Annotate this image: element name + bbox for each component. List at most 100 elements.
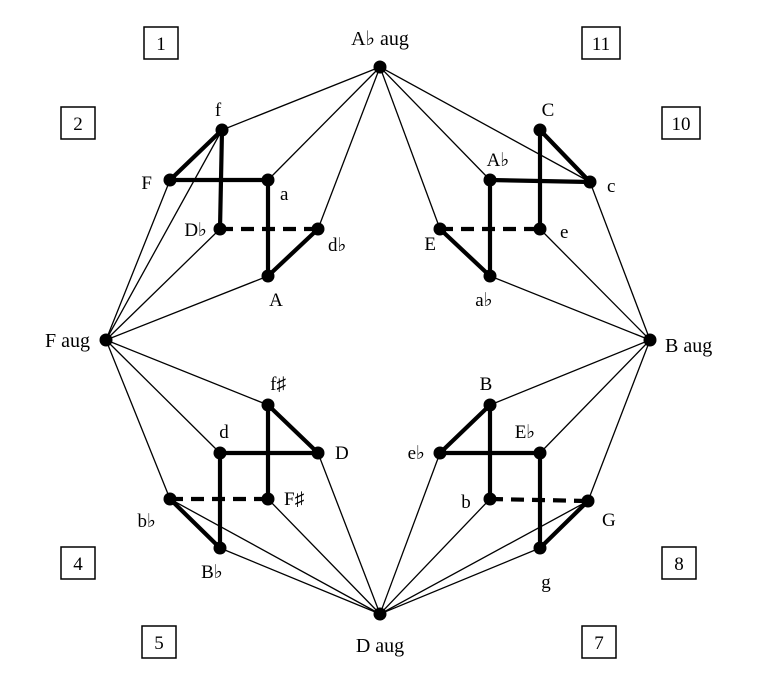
frame-edge-faug-to-bb — [105, 339, 171, 500]
outer-frame-edges — [105, 66, 651, 615]
hub-label-left: F aug — [45, 330, 90, 352]
hub-label-right: B aug — [665, 335, 712, 357]
label-c: c — [607, 176, 615, 197]
spoke-left-Db — [105, 228, 221, 341]
label-Fs: F♯ — [284, 489, 304, 510]
spoke-bottom-Fs — [267, 498, 381, 615]
region-number: 7 — [594, 633, 604, 654]
cube-ll-edge-fs-D — [265, 402, 321, 456]
node-hub-left — [99, 333, 113, 347]
cube-ul-edge-F-f — [167, 127, 225, 183]
cube-ul-edge-A-db — [265, 226, 321, 279]
cube-upper-right — [437, 127, 593, 279]
frame-edge-top-to-f — [221, 66, 381, 131]
region-number: 1 — [156, 34, 166, 55]
label-Eb: E♭ — [515, 422, 536, 443]
node-B — [483, 398, 497, 412]
region-box-1: 1 — [143, 26, 179, 60]
label-F: F — [141, 173, 152, 194]
node-db — [311, 222, 325, 236]
spoke-bottom-eb — [379, 452, 441, 615]
node-c — [583, 175, 597, 189]
region-box-8: 8 — [661, 546, 697, 580]
node-hub-top — [373, 60, 387, 74]
label-e: e — [560, 222, 568, 243]
node-d — [213, 446, 227, 460]
label-a: a — [280, 184, 289, 205]
node-f — [215, 123, 229, 137]
label-Bb: B♭ — [201, 562, 223, 583]
cube-lr-edge-eb-B — [437, 402, 493, 456]
region-number: 10 — [672, 114, 691, 135]
node-ab — [483, 269, 497, 283]
cube-upper-left — [167, 127, 321, 279]
cube-lower-right — [437, 402, 591, 551]
node-eb — [433, 446, 447, 460]
node-Fs — [261, 492, 275, 506]
label-db: d♭ — [328, 235, 346, 256]
cube-ur-edge-Ab-c — [487, 177, 593, 185]
label-ab: a♭ — [475, 290, 492, 311]
label-g: g — [541, 572, 551, 593]
spoke-left-d — [105, 339, 221, 454]
spoke-right-e — [539, 228, 651, 341]
spoke-top-a — [267, 66, 381, 181]
label-G: G — [602, 510, 616, 531]
node-Eb — [533, 446, 547, 460]
node-e — [533, 222, 547, 236]
node-g — [533, 541, 547, 555]
region-box-11: 11 — [581, 26, 621, 60]
region-box-2: 2 — [60, 106, 96, 140]
spoke-top-db — [317, 66, 381, 230]
spoke-bottom-b — [379, 498, 491, 615]
node-D — [311, 446, 325, 460]
region-number: 2 — [73, 114, 83, 135]
label-D: D — [335, 443, 349, 464]
cube-ll-edge-bb-Bb — [167, 496, 223, 551]
frame-edge-g-to-baug — [587, 339, 651, 502]
node-b — [483, 492, 497, 506]
label-E: E — [424, 234, 436, 255]
region-box-10: 10 — [661, 106, 701, 140]
label-f: f — [215, 100, 222, 121]
node-Bb — [213, 541, 227, 555]
label-d: d — [219, 422, 229, 443]
label-b: b — [461, 492, 471, 513]
region-number: 8 — [674, 554, 684, 575]
label-Ab: A♭ — [487, 150, 510, 171]
label-bb: b♭ — [138, 511, 156, 532]
hub-label-bottom: D aug — [356, 635, 404, 657]
spoke-right-B — [489, 339, 651, 406]
node-F — [163, 173, 177, 187]
nodes — [99, 60, 657, 621]
spoke-right-Eb — [539, 339, 651, 454]
spoke-left-fs — [105, 339, 269, 406]
region-number-boxes: 1 11 2 10 4 8 5 7 — [60, 26, 701, 659]
spoke-top-Ab — [379, 66, 491, 181]
cube-lower-left — [167, 402, 321, 551]
node-C — [533, 123, 547, 137]
spoke-top-E — [379, 66, 441, 230]
spoke-bottom-g — [379, 547, 541, 615]
label-eb: e♭ — [408, 443, 425, 464]
region-number: 4 — [73, 554, 83, 575]
spoke-left-F — [105, 179, 171, 341]
cube-lr-edge-G-g — [537, 498, 591, 551]
label-A: A — [269, 290, 283, 311]
cube-ur-edge-E-ab — [437, 226, 493, 279]
frame-edge-bb-to-daug — [169, 498, 381, 615]
node-fs — [261, 398, 275, 412]
cube-lr-edge-b-G — [489, 496, 589, 504]
node-G — [581, 494, 595, 508]
region-number: 5 — [154, 633, 164, 654]
node-Ab — [483, 173, 497, 187]
node-hub-right — [643, 333, 657, 347]
spoke-right-ab — [489, 275, 651, 341]
frame-edge-f-to-faug — [105, 129, 223, 341]
frame-edge-daug-to-g — [379, 500, 589, 615]
region-box-4: 4 — [60, 546, 96, 580]
node-bb — [163, 492, 177, 506]
node-a — [261, 173, 275, 187]
